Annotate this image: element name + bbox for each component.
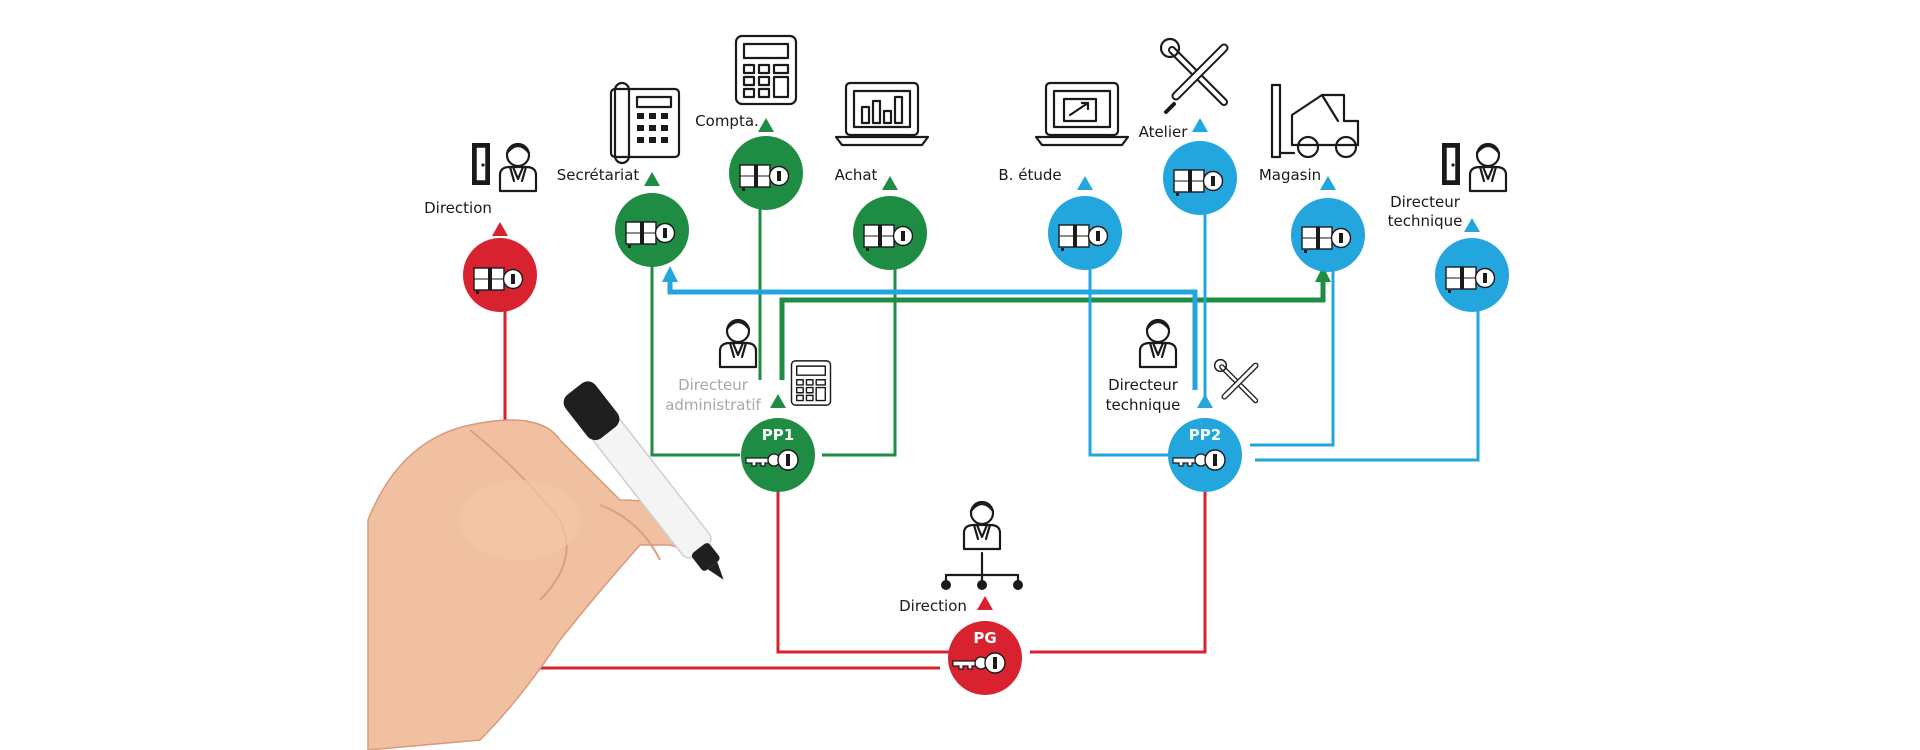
label-etude: B. étude <box>998 166 1061 184</box>
pp1-key-label: PP1 <box>762 426 794 444</box>
label-atelier: Atelier <box>1139 123 1189 141</box>
pg-key-label: PG <box>973 629 996 647</box>
labels: Direction Secrétariat Compta. Achat B. é… <box>424 112 1462 615</box>
forklift-icon <box>1270 83 1360 159</box>
node-pp1[interactable]: PP1 <box>741 394 815 492</box>
pp1-person-icon <box>718 318 758 369</box>
link-pp2-secretariat <box>667 278 1198 390</box>
link-pp1-achat <box>822 268 897 457</box>
node-dirtech-top[interactable] <box>1435 218 1509 312</box>
node-pp2[interactable]: PP2 <box>1168 394 1242 492</box>
label-dirtech-top-line1: Directeur <box>1390 193 1461 211</box>
label-compta: Compta. <box>695 112 759 130</box>
dirtech-top-icon <box>1441 142 1508 193</box>
arrow-pp2-secretariat <box>662 266 678 282</box>
pp2-tools-icon <box>1213 358 1259 404</box>
label-pg: Direction <box>899 597 967 615</box>
node-pg[interactable]: PG <box>948 596 1022 695</box>
tools-icon <box>1159 37 1229 114</box>
label-achat: Achat <box>835 166 878 184</box>
label-pp1-line1: Directeur <box>678 376 749 394</box>
node-direction[interactable] <box>463 222 537 312</box>
arrow-pp1-magasin <box>1315 266 1331 282</box>
link-pp2-etude <box>1088 268 1170 457</box>
link-pp1-magasin <box>779 278 1326 380</box>
pp2-person-icon <box>1138 318 1178 369</box>
connections <box>503 208 1480 670</box>
node-compta[interactable] <box>729 118 803 210</box>
node-secretariat[interactable] <box>615 172 689 267</box>
label-direction: Direction <box>424 199 492 217</box>
link-pp1-secretariat <box>650 265 740 457</box>
label-magasin: Magasin <box>1259 166 1321 184</box>
link-pg-pp2 <box>1030 490 1207 654</box>
node-etude[interactable] <box>1048 176 1122 270</box>
node-magasin[interactable] <box>1291 176 1365 272</box>
link-pp2-magasin <box>1250 270 1335 447</box>
link-pp2-dirtech <box>1255 305 1480 462</box>
label-pp2-line2: technique <box>1106 396 1181 414</box>
label-pp1-line2: administratif <box>665 396 761 414</box>
direction-top-icon <box>471 142 538 193</box>
telephone-icon <box>609 81 681 165</box>
pg-orgchart-icon <box>941 500 1023 590</box>
label-secretariat: Secrétariat <box>557 166 640 184</box>
pp1-calculator-icon <box>790 360 832 406</box>
pp2-key-label: PP2 <box>1189 426 1221 444</box>
link-pg-pp1 <box>776 490 955 654</box>
node-atelier[interactable] <box>1163 118 1237 215</box>
label-pp2-line1: Directeur <box>1108 376 1179 394</box>
calculator-icon <box>734 34 798 106</box>
design-monitor-icon <box>1034 81 1130 147</box>
label-dirtech-top-line2: technique <box>1388 212 1463 230</box>
node-achat[interactable] <box>853 176 927 270</box>
laptop-chart-icon <box>834 81 930 147</box>
hand-with-marker <box>367 381 724 750</box>
